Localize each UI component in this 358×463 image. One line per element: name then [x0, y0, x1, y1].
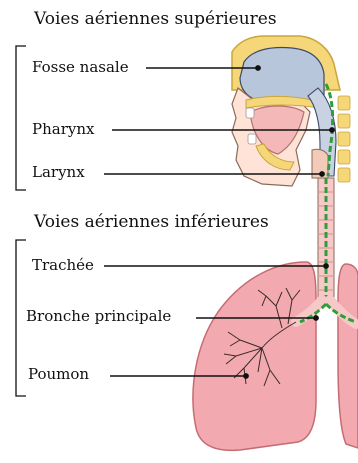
label-poumon: Poumon: [28, 365, 91, 383]
head-section: [232, 36, 350, 186]
label-bronche-principale: Bronche principale: [26, 307, 173, 325]
vertebrae: [338, 96, 350, 182]
brackets: [16, 46, 26, 396]
label-larynx: Larynx: [32, 163, 87, 181]
upper-airways-heading: Voies aériennes supérieures: [34, 9, 277, 29]
upper-teeth: [246, 108, 254, 118]
lower-teeth: [248, 134, 256, 144]
trachea: [318, 178, 334, 306]
lower-bracket: [16, 240, 26, 396]
label-pharynx: Pharynx: [32, 120, 96, 138]
lower-airways-heading: Voies aériennes inférieures: [34, 212, 269, 232]
right-lung: [338, 264, 358, 448]
upper-bracket: [16, 46, 26, 190]
label-trachee: Trachée: [32, 256, 96, 274]
label-fosse-nasale: Fosse nasale: [32, 58, 131, 76]
